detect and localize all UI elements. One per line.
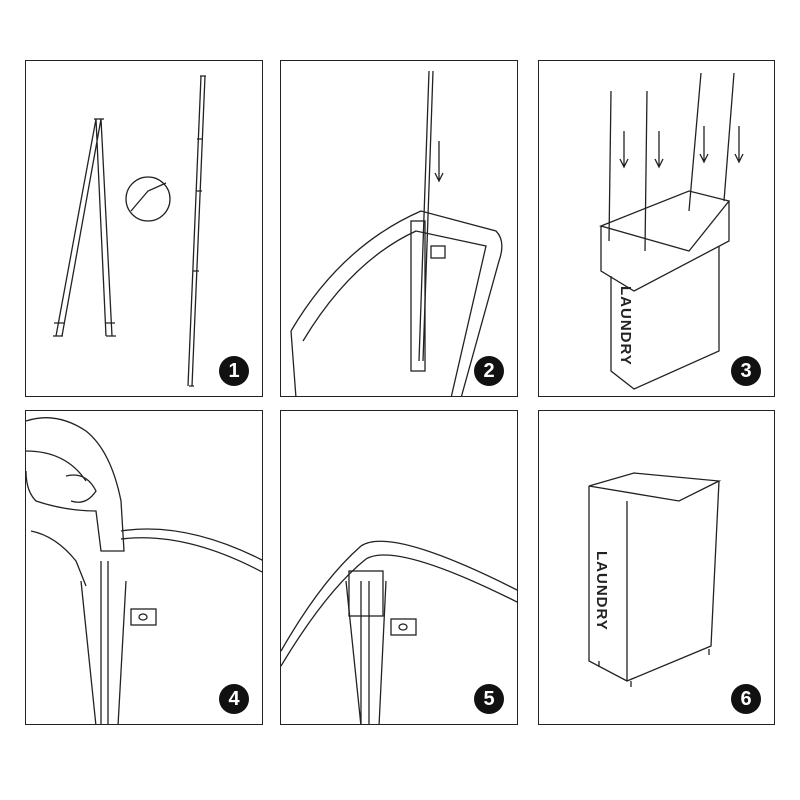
step-number-badge: 5 xyxy=(474,684,504,714)
pole-secured-illustration xyxy=(281,540,517,724)
insert-four-poles-illustration: LAUNDRY xyxy=(598,72,744,390)
step-2-panel: 2 xyxy=(280,60,518,397)
step-number-badge: 4 xyxy=(219,684,249,714)
step-6-panel: LAUNDRY 6 xyxy=(538,410,775,725)
step-4-panel: 4 xyxy=(25,410,263,725)
step-number-badge: 2 xyxy=(474,356,504,386)
step-5-panel: 5 xyxy=(280,410,518,725)
insert-pole-illustration xyxy=(290,70,503,396)
hand-inserting-pole-illustration xyxy=(26,417,262,724)
folding-pole-illustration xyxy=(53,75,206,387)
laundry-label: LAUNDRY xyxy=(593,551,610,631)
assembled-hamper-illustration: LAUNDRY xyxy=(588,472,722,687)
step-number-badge: 6 xyxy=(731,684,761,714)
step-number-badge: 1 xyxy=(219,356,249,386)
laundry-label: LAUNDRY xyxy=(617,286,634,366)
step-1-panel: 1 xyxy=(25,60,263,397)
step-3-panel: LAUNDRY 3 xyxy=(538,60,775,397)
step-number-badge: 3 xyxy=(731,356,761,386)
